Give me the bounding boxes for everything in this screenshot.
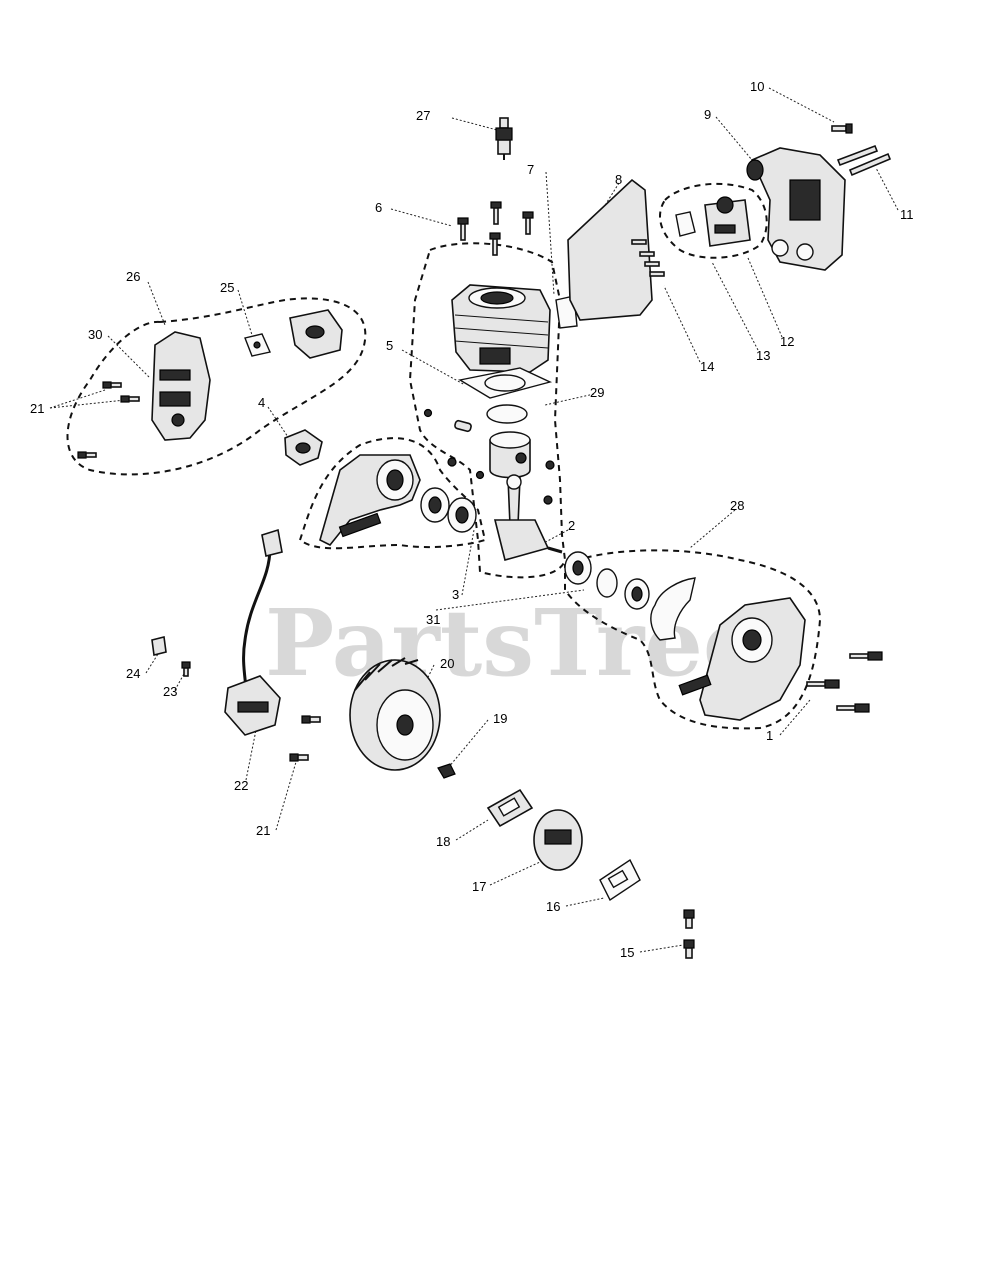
muffler-group-outline <box>66 297 367 476</box>
starter-gasket <box>599 858 641 902</box>
piston <box>489 431 531 479</box>
callout-label: 28 <box>730 498 744 513</box>
muffler-flange <box>289 309 343 359</box>
small-screw <box>181 661 191 677</box>
crankcase-left-group-outline <box>298 437 487 550</box>
callout-label: 12 <box>780 334 794 349</box>
callout-label: 8 <box>615 172 622 187</box>
callout-label: 5 <box>386 338 393 353</box>
left-bearings <box>420 487 477 533</box>
callout-label: 7 <box>527 162 534 177</box>
callout-label: 22 <box>234 778 248 793</box>
callout-label: 21 <box>30 401 44 416</box>
gasket-half <box>650 577 696 641</box>
callout-label: 30 <box>88 327 102 342</box>
watermark: PartsTree <box>265 589 761 697</box>
muffler-gasket <box>244 333 271 357</box>
callout-label: 17 <box>472 879 486 894</box>
callout-label: 13 <box>756 348 770 363</box>
callout-label: 3 <box>452 587 459 602</box>
housing-bolts <box>831 123 892 177</box>
starter-plate <box>486 788 534 828</box>
flywheel <box>349 657 441 771</box>
callout-label: 9 <box>704 107 711 122</box>
cylinder <box>451 284 551 373</box>
starter-screws <box>683 909 695 959</box>
muffler <box>151 331 211 441</box>
callout-label: 2 <box>568 518 575 533</box>
callout-label: 27 <box>416 108 430 123</box>
spark-plug <box>495 117 513 160</box>
right-bearings <box>564 551 650 610</box>
crankcase-bolts <box>806 651 883 713</box>
muffler-screws <box>77 381 140 459</box>
callout-label: 4 <box>258 395 265 410</box>
callout-label: 25 <box>220 280 234 295</box>
callout-label: 6 <box>375 200 382 215</box>
right-crankcase <box>678 597 806 721</box>
o-ring <box>486 404 528 424</box>
callout-label: 11 <box>900 207 914 222</box>
callout-label: 26 <box>126 269 140 284</box>
callout-label: 16 <box>546 899 560 914</box>
callout-label: 1 <box>766 728 773 743</box>
carburetor-group-outline <box>659 183 768 259</box>
callout-label: 10 <box>750 79 764 94</box>
piston-pin <box>454 419 472 433</box>
ignition-coil <box>224 528 283 736</box>
callout-label: 24 <box>126 666 140 681</box>
carburetor-bracket <box>567 178 653 321</box>
callout-label: 31 <box>426 612 440 627</box>
heat-shield <box>284 429 323 466</box>
crankcase-right-group-outline <box>564 549 822 730</box>
wire-clip <box>151 636 167 656</box>
coil-screws <box>289 715 321 762</box>
bracket-screws <box>631 239 665 277</box>
callout-label: 20 <box>440 656 454 671</box>
cylinder-screws <box>457 201 534 256</box>
callout-label: 15 <box>620 945 634 960</box>
callout-labels: 1 2 3 4 5 6 7 8 9 10 11 12 13 14 15 16 1… <box>30 79 914 960</box>
starter-assembly <box>533 809 583 871</box>
callout-label: 19 <box>493 711 507 726</box>
callout-label: 29 <box>590 385 604 400</box>
callout-label: 14 <box>700 359 714 374</box>
crankshaft <box>493 474 563 561</box>
cylinder-gasket <box>458 367 553 399</box>
callout-label: 21 <box>256 823 270 838</box>
flywheel-nut <box>437 763 456 779</box>
circlips <box>423 408 555 505</box>
air-filter-housing <box>746 147 846 271</box>
carburetor <box>675 196 751 247</box>
callout-label: 23 <box>163 684 177 699</box>
left-crankcase <box>319 454 421 547</box>
callout-label: 18 <box>436 834 450 849</box>
